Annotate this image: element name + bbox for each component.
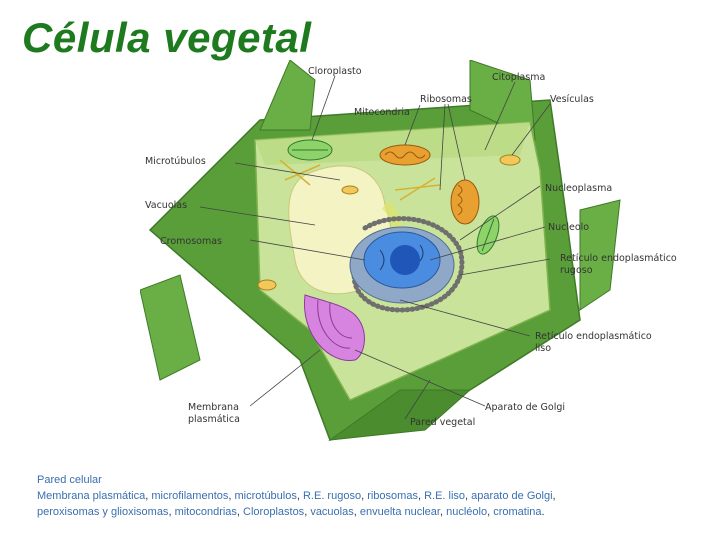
label-vacuolas: Vacuolas (145, 200, 187, 211)
label-rer-1: Retículo endoplasmático (560, 253, 677, 264)
caption-term[interactable]: nucléolo (446, 506, 488, 518)
caption-term[interactable]: microfilamentos (151, 490, 229, 502)
label-nucleoplasma: Nucleoplasma (545, 183, 612, 194)
label-citoplasma: Citoplasma (492, 72, 545, 83)
label-cromosomas: Cromosomas (160, 236, 222, 247)
label-microtubulos: Microtúbulos (145, 156, 206, 167)
label-membrana-2: plasmática (188, 414, 240, 425)
label-rel-1: Retículo endoplasmático (535, 331, 652, 342)
caption-line-1: Pared celular (37, 472, 717, 488)
golgi-apparatus (303, 294, 365, 362)
caption-term[interactable]: mitocondrias (174, 506, 237, 518)
caption-term[interactable]: Cloroplastos (243, 506, 305, 518)
label-rer-2: rugoso (560, 265, 593, 276)
caption-line-2: Membrana plasmática, microfilamentos, mi… (37, 490, 556, 502)
label-ribosomas: Ribosomas (420, 94, 472, 105)
caption-term[interactable]: vacuolas (310, 506, 354, 518)
vesicles (257, 154, 521, 291)
label-membrana-1: Membrana (188, 402, 239, 413)
nucleolus (390, 245, 420, 275)
label-aparato-golgi: Aparato de Golgi (485, 402, 565, 413)
caption-term[interactable]: peroxisomas y glioxisomas (37, 506, 169, 518)
caption-term[interactable]: aparato de Golgi (471, 490, 553, 502)
label-vesiculas: Vesículas (550, 94, 594, 105)
nucleus (349, 226, 455, 304)
label-nucleolo: Nucleolo (548, 222, 589, 233)
page-title: Célula vegetal (22, 14, 312, 61)
caption-term[interactable]: Pared celular (37, 474, 102, 486)
caption-line-3: peroxisomas y glioxisomas, mitocondrias,… (37, 506, 545, 518)
caption-term[interactable]: R.E. rugoso (302, 490, 362, 502)
caption-term[interactable]: Membrana plasmática (37, 490, 146, 502)
plant-cell-diagram: Cloroplasto Citoplasma Ribosomas Mitocon… (140, 60, 677, 441)
label-cloroplasto: Cloroplasto (308, 66, 362, 77)
mitochondria (379, 144, 480, 225)
rough-er (351, 216, 465, 313)
label-pared-vegetal: Pared vegetal (410, 417, 475, 428)
leader-lines (199, 75, 551, 420)
caption-term[interactable]: R.E. liso (424, 490, 466, 502)
label-rel-2: liso (535, 343, 551, 354)
caption-term[interactable]: microtúbulos (234, 490, 297, 502)
caption-term[interactable]: envuelta nuclear (359, 506, 440, 518)
caption-term[interactable]: ribosomas (367, 490, 418, 502)
caption: Pared celular Membrana plasmática, micro… (37, 472, 717, 520)
caption-term[interactable]: cromatina (493, 506, 542, 518)
label-mitocondria: Mitocondria (354, 107, 410, 118)
